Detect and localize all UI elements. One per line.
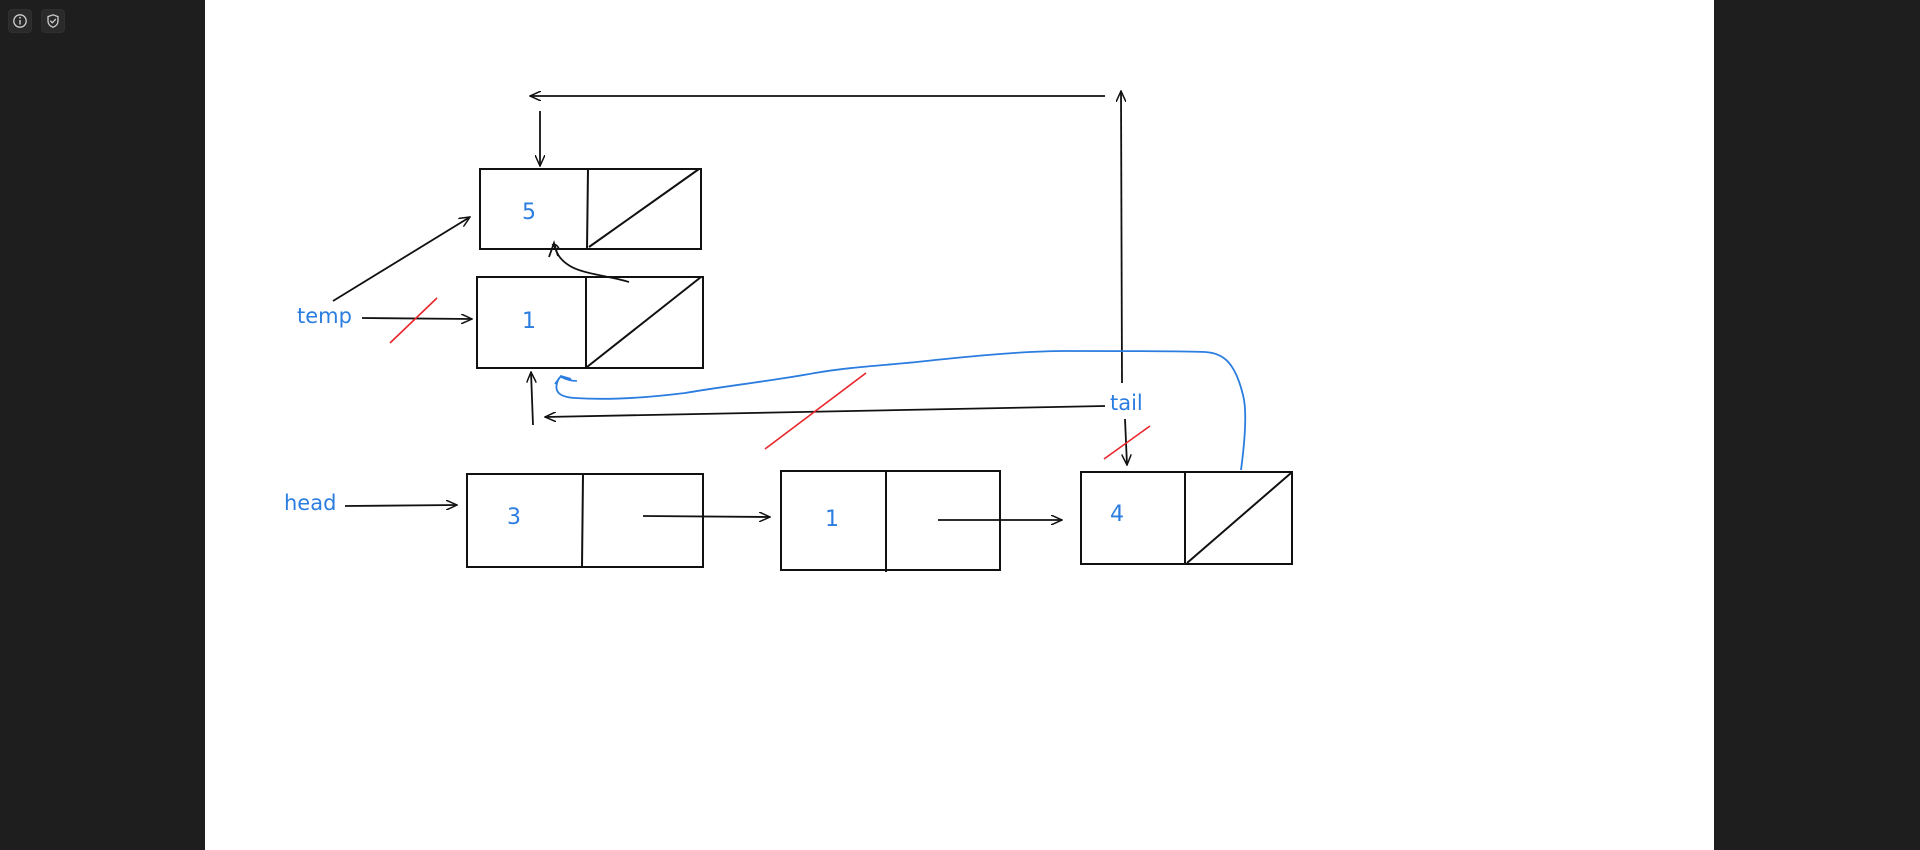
head-arrow [344,505,457,506]
up-arrow-to-mid [531,372,533,426]
strike-temp [389,297,438,344]
tail-down-arrow [1125,418,1127,465]
info-circle-icon [13,14,27,28]
tail-label: tail [1110,391,1143,415]
node-second [780,470,1001,572]
node-tail-value: 4 [1110,502,1124,527]
whiteboard-canvas[interactable]: temp head tail 5 1 3 1 4 [205,0,1714,850]
temp-arrow-old [361,318,472,319]
head-label: head [284,491,337,515]
node-head [466,473,704,568]
info-button[interactable] [8,9,32,33]
node-top-value: 5 [522,200,536,225]
strike-tail-left [764,372,867,450]
strike-tail-down [1103,425,1151,460]
shield-button[interactable] [41,9,65,33]
blue-link-tail-to-mid [555,350,1247,471]
next-arrow-1 [642,516,770,517]
temp-arrow-new [332,217,470,302]
linked-list-drawing [332,0,1293,572]
node-second-value: 1 [825,507,839,532]
node-head-value: 3 [507,505,521,530]
node-top [479,168,702,250]
temp-label: temp [297,304,352,328]
node-mid-value: 1 [522,309,536,334]
shield-check-icon [47,14,59,28]
toolbar [8,9,65,33]
tail-up-arrow [1121,91,1122,384]
node-tail [1080,471,1293,565]
node-mid [476,276,704,369]
tail-left-arrow [545,405,1106,417]
